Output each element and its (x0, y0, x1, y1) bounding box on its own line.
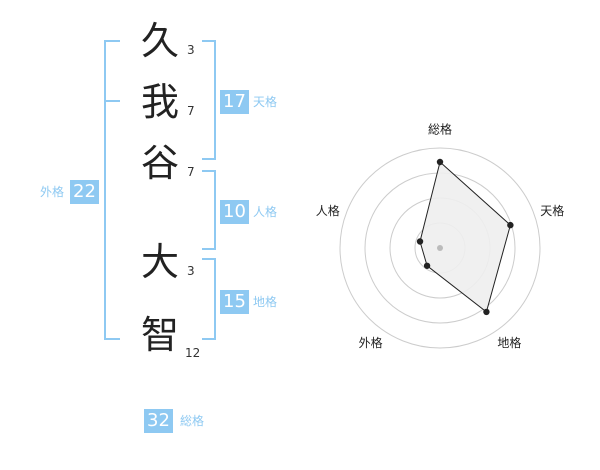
radar-area (419, 161, 511, 313)
name-char-1: 久 (140, 19, 179, 63)
stroke-count-4: 3 (187, 264, 195, 278)
stroke-count-1: 3 (187, 43, 195, 57)
radar-point-5 (416, 238, 424, 245)
soukaku-label: 総格 (180, 414, 205, 428)
jinkaku-bracket (202, 170, 216, 250)
stroke-count-2: 7 (187, 104, 195, 118)
tenkaku-label: 天格 (253, 95, 278, 109)
radar-axis-label-2: 天格 (540, 203, 564, 218)
radar-axis-label-5: 人格 (316, 203, 340, 218)
jinkaku-label: 人格 (253, 205, 278, 219)
name-char-4: 大 (140, 240, 179, 284)
chikaku-value-badge: 15 (220, 290, 249, 314)
tenkaku-bracket (202, 40, 216, 160)
chikaku-bracket (202, 258, 216, 340)
radar-axis-label-3: 地格 (497, 335, 521, 350)
gaikaku-bracket (104, 40, 120, 340)
radar-point-3 (483, 308, 490, 316)
radar-axis-label-4: 外格 (359, 335, 383, 350)
radar-grid-ring (339, 147, 541, 349)
radar-axis-label-1: 総格 (428, 122, 452, 137)
name-char-3: 谷 (140, 141, 179, 185)
jinkaku-value-badge: 10 (220, 200, 249, 224)
radar-point-1 (436, 158, 444, 166)
radar-point-4 (423, 262, 431, 269)
radar-point-2 (507, 221, 514, 229)
stroke-count-5: 12 (185, 346, 201, 360)
soukaku-value-badge: 32 (144, 409, 173, 433)
gaikaku-value-badge: 22 (70, 180, 99, 204)
radar-center-dot (437, 245, 443, 251)
gaikaku-label: 外格 (40, 185, 65, 199)
gaikaku-bracket-tick (104, 100, 120, 102)
tenkaku-value-badge: 17 (220, 90, 249, 114)
name-char-2: 我 (140, 80, 179, 124)
stroke-count-3: 7 (187, 165, 195, 179)
name-char-5: 智 (140, 313, 179, 357)
chikaku-label: 地格 (253, 295, 278, 309)
